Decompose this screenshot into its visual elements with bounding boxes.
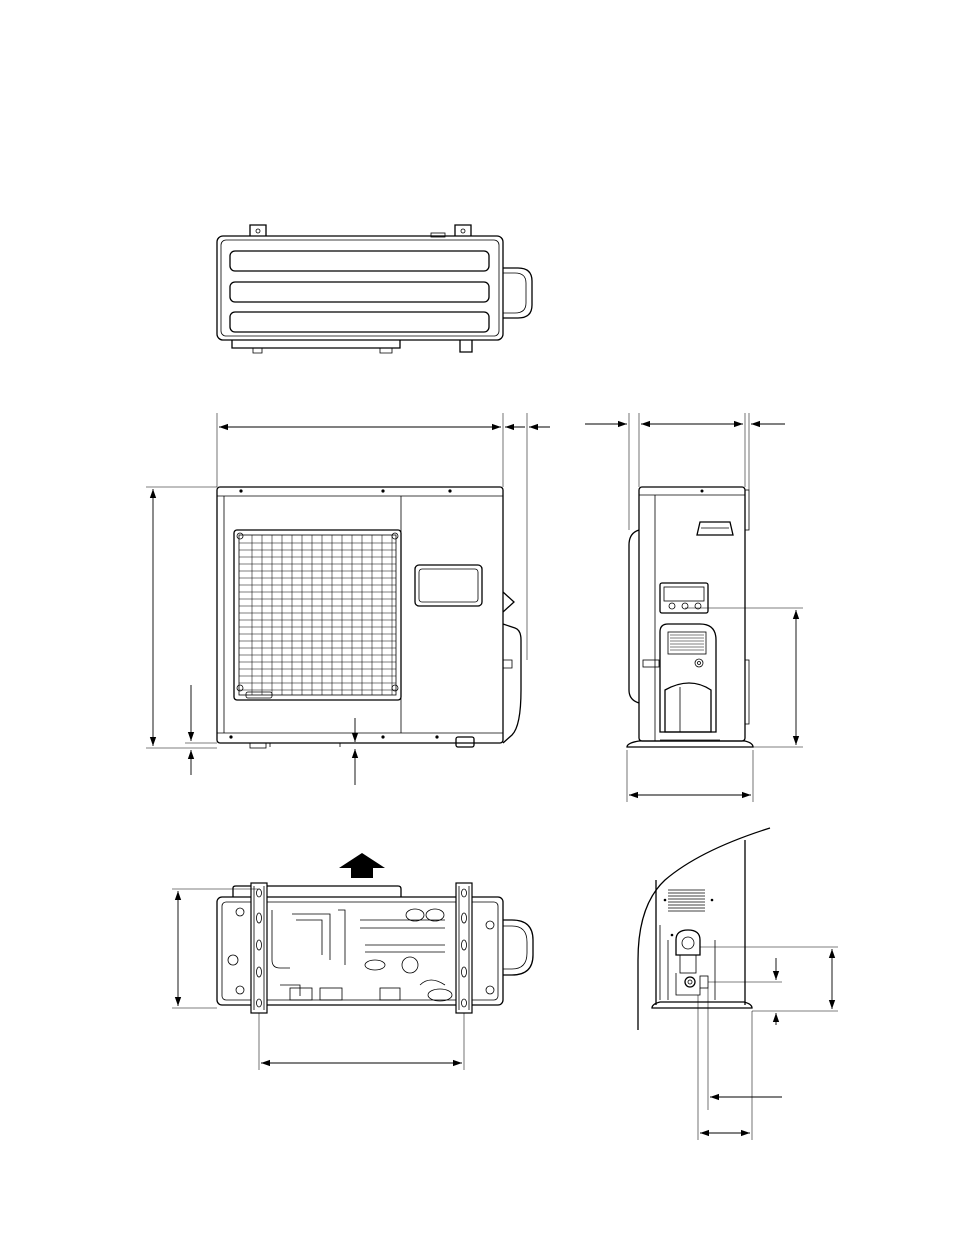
detail-view xyxy=(638,828,770,1030)
up-arrow-icon xyxy=(339,853,385,878)
front-view xyxy=(217,487,521,748)
bottom-view xyxy=(217,853,533,1013)
dimension-lines xyxy=(146,413,838,1140)
top-view xyxy=(217,225,532,353)
side-view xyxy=(627,487,753,747)
